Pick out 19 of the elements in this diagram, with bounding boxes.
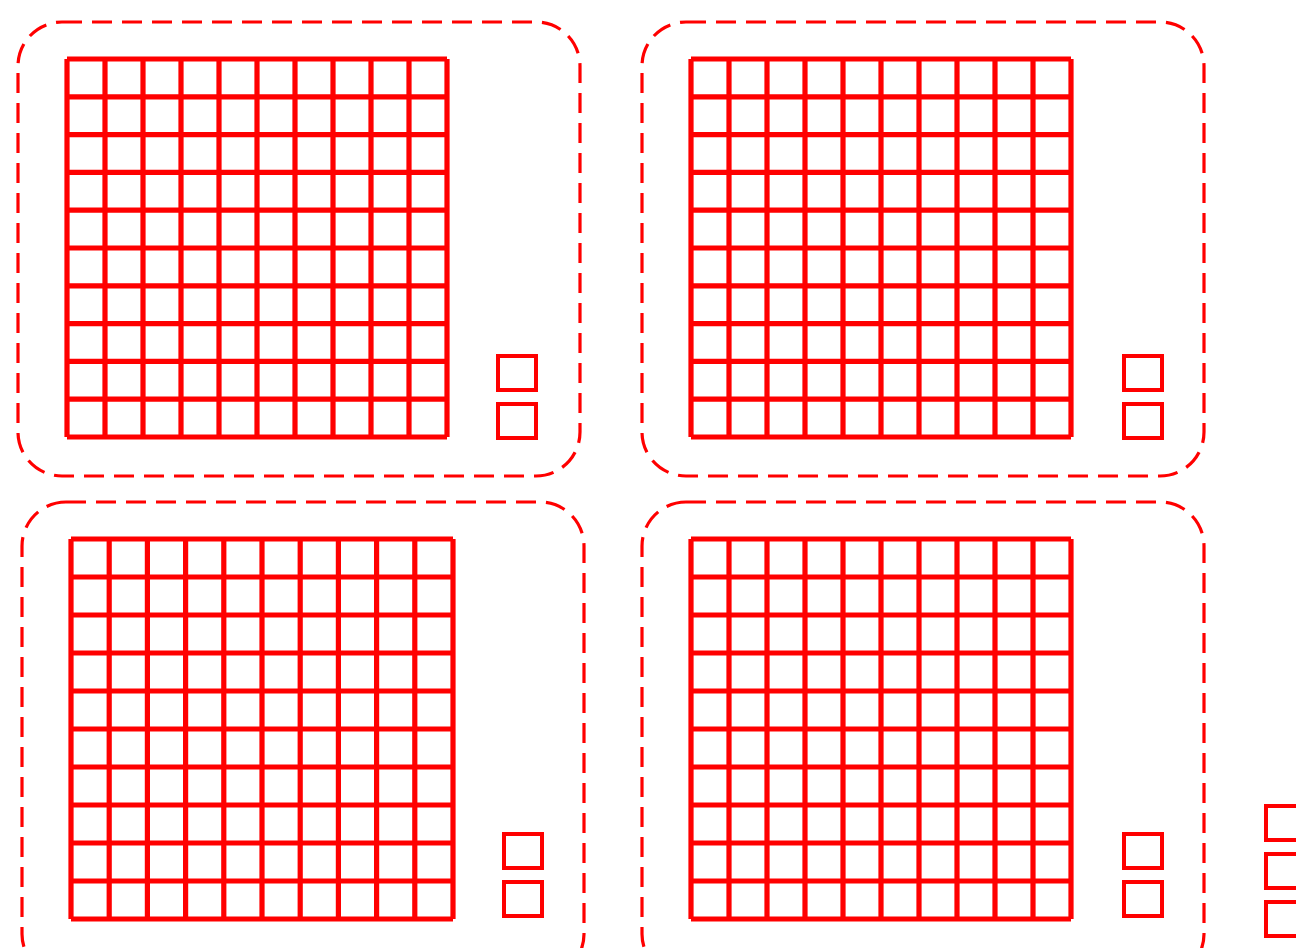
hundred-grid xyxy=(64,56,450,440)
hundred-grid xyxy=(688,56,1074,440)
hundred-grid xyxy=(68,536,456,922)
unit-square xyxy=(1264,900,1296,938)
unit-square xyxy=(1264,804,1296,842)
dashed-frame xyxy=(16,20,582,478)
unit-square xyxy=(1122,832,1164,870)
dashed-frame xyxy=(640,500,1206,948)
unit-square xyxy=(1122,880,1164,918)
unit-square xyxy=(1264,852,1296,890)
dashed-frame xyxy=(640,20,1206,478)
unit-square xyxy=(502,880,544,918)
unit-square xyxy=(496,354,538,392)
unit-square xyxy=(1122,354,1164,392)
dashed-frame xyxy=(20,500,586,948)
hundred-grid xyxy=(688,536,1074,922)
unit-square xyxy=(502,832,544,870)
unit-square xyxy=(496,402,538,440)
unit-square xyxy=(1122,402,1164,440)
